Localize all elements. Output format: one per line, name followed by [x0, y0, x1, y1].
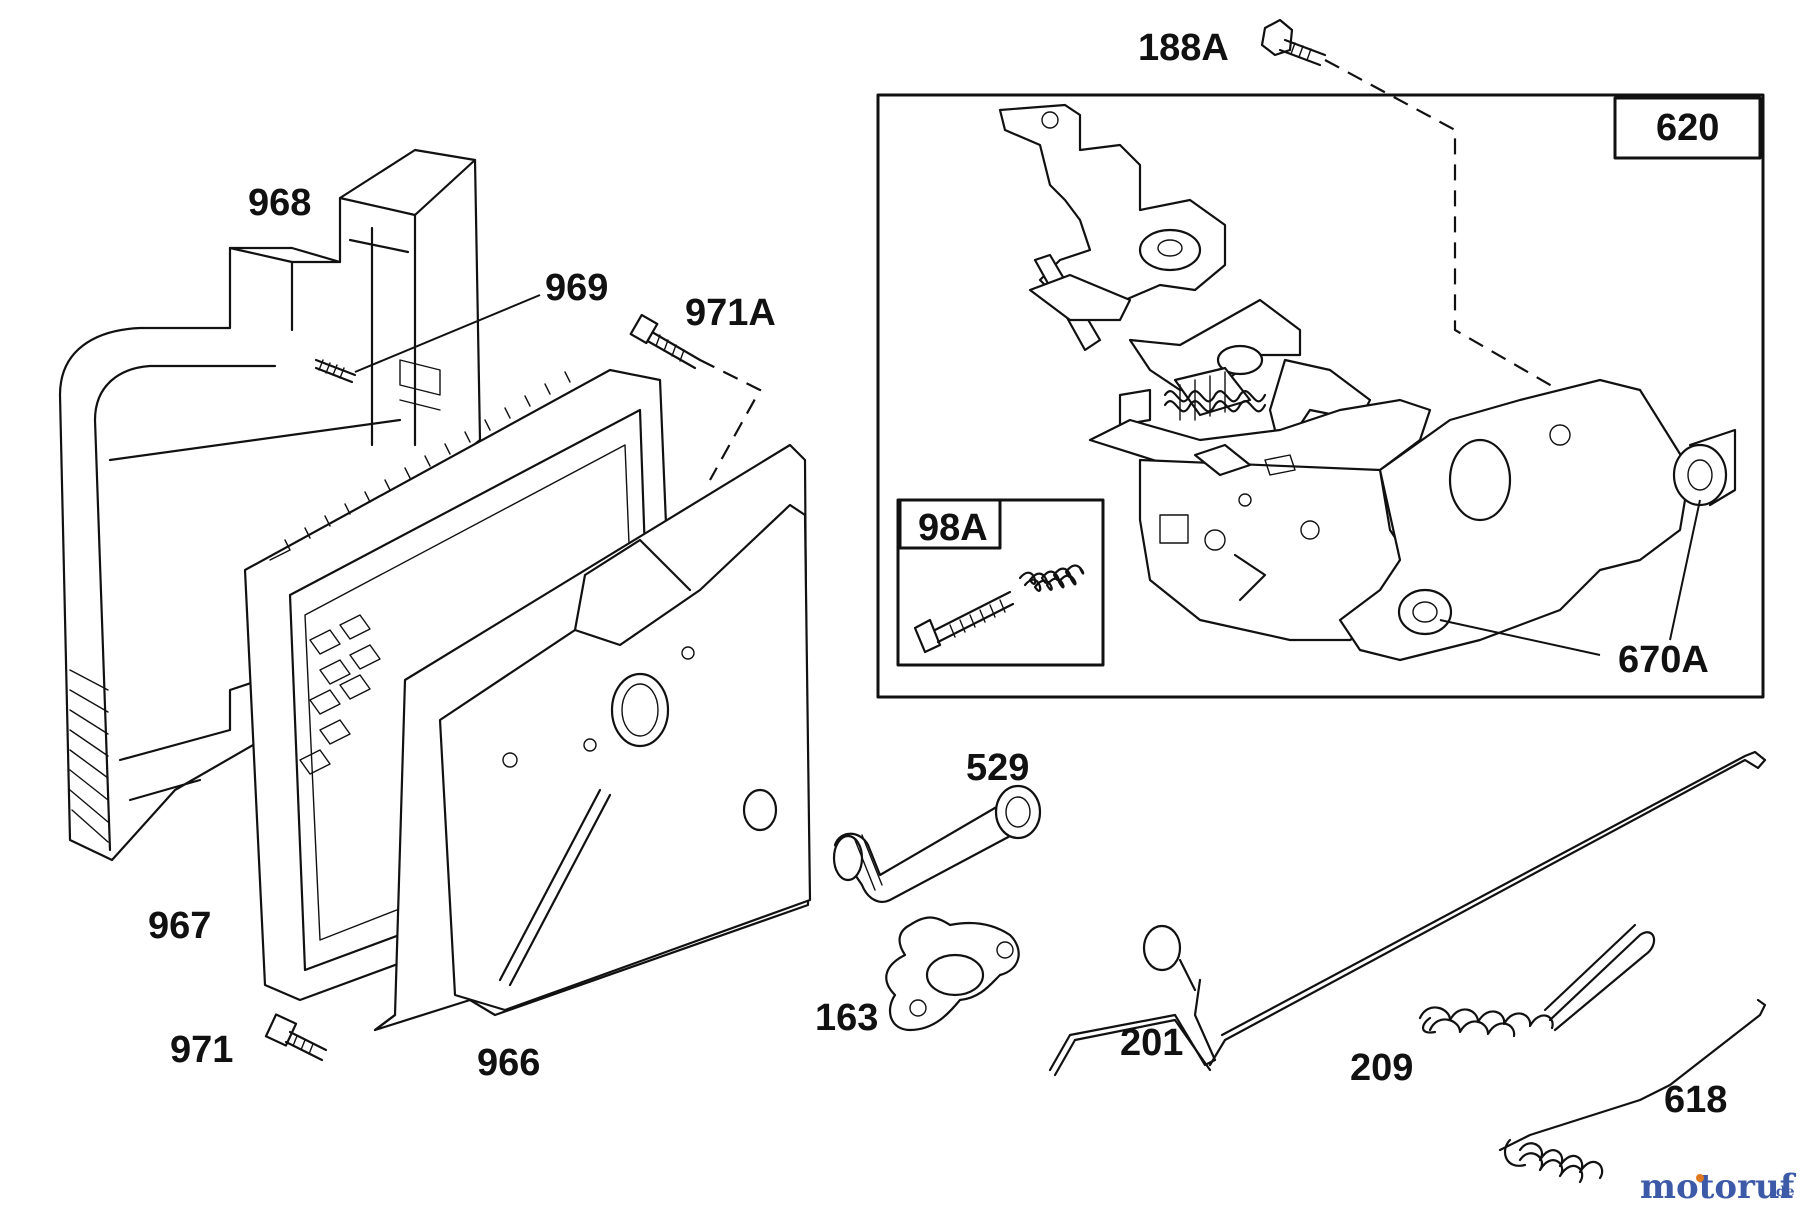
part-966-cover	[373, 443, 812, 1032]
label-201: 201	[1120, 1022, 1183, 1064]
label-98A: 98A	[918, 507, 988, 549]
label-209: 209	[1350, 1047, 1413, 1089]
label-618: 618	[1664, 1079, 1727, 1121]
leader-670A-b	[1439, 619, 1601, 656]
part-620-box	[876, 93, 1765, 699]
label-529: 529	[966, 747, 1029, 789]
part-969-screw	[314, 358, 357, 384]
watermark-brand: motoruf	[1640, 1167, 1797, 1207]
part-209-spring	[1418, 923, 1656, 1038]
watermark-tld: .de	[1771, 1184, 1795, 1200]
watermark-logo: motoruf .de	[1640, 1167, 1797, 1207]
part-618-spring	[1498, 998, 1767, 1184]
label-971: 971	[170, 1029, 233, 1071]
leader-971A	[699, 359, 762, 481]
leader-670A-a	[1669, 499, 1701, 641]
label-967: 967	[148, 905, 211, 947]
part-529-elbow	[832, 784, 1042, 903]
label-163: 163	[815, 997, 878, 1039]
label-969: 969	[545, 267, 608, 309]
part-201-link	[1048, 750, 1767, 1077]
label-966: 966	[477, 1042, 540, 1084]
label-670A: 670A	[1618, 639, 1709, 681]
part-98A-box	[896, 498, 1105, 667]
part-620-control-bracket	[998, 103, 1737, 662]
label-968: 968	[248, 182, 311, 224]
label-971A: 971A	[685, 292, 776, 334]
leader-969	[354, 294, 541, 373]
label-188A: 188A	[1138, 27, 1229, 69]
part-971A-screw	[629, 313, 702, 370]
part-968-base	[58, 148, 482, 862]
watermark-dot	[1696, 1174, 1704, 1182]
part-620-spring	[1163, 390, 1267, 413]
part-971-screw	[264, 1013, 328, 1062]
part-188A-screw	[1260, 18, 1327, 67]
part-163-gasket	[885, 916, 1020, 1032]
label-620: 620	[1656, 107, 1719, 149]
